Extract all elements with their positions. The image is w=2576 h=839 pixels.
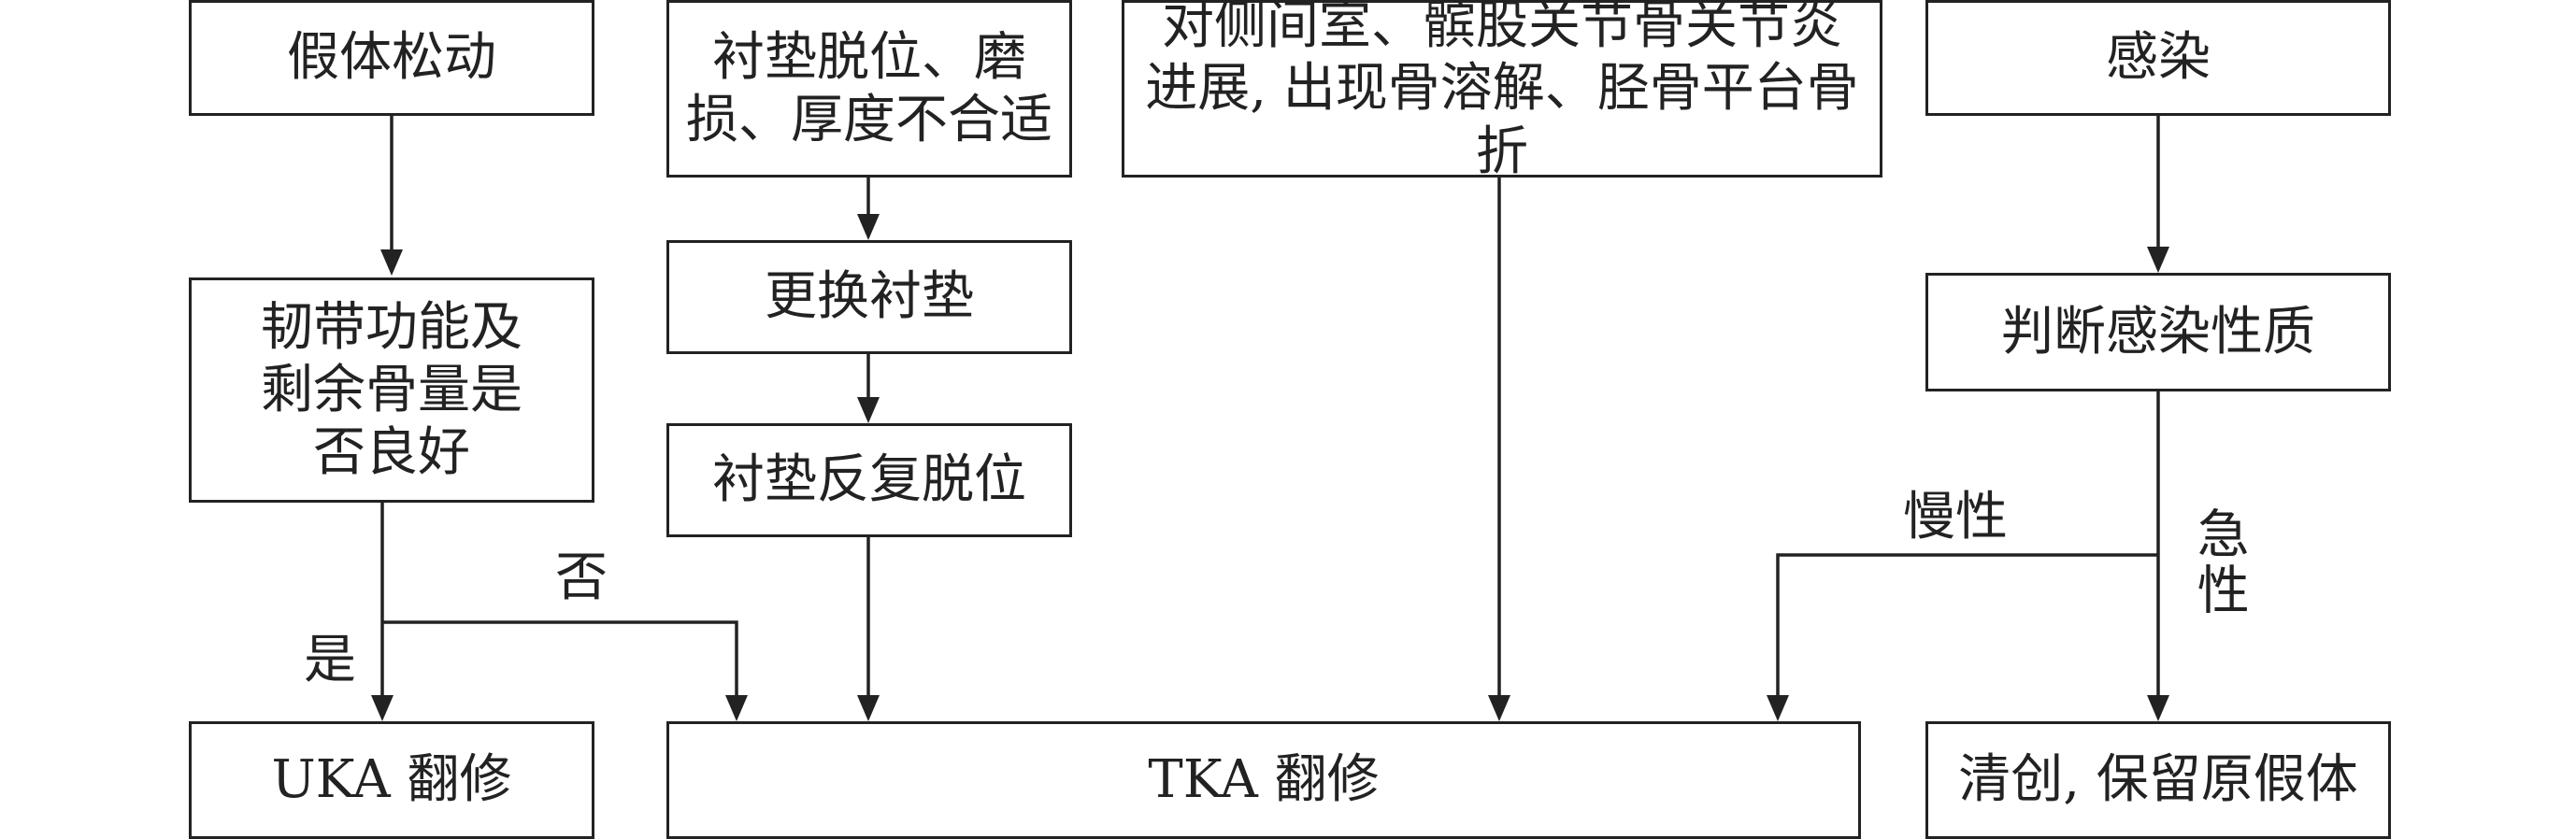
edge-label-acute: 急性 [2188, 506, 2250, 619]
edge-check-to-tka [382, 620, 738, 695]
arrowhead [2147, 695, 2169, 721]
node-liner-redislocation: 衬垫反复脱位 [666, 423, 1072, 537]
node-tka-revision: TKA 翻修 [666, 721, 1861, 839]
arrowhead [857, 214, 880, 240]
node-prosthesis-loosening: 假体松动 [189, 0, 594, 116]
node-debridement: 清创, 保留原假体 [1925, 721, 2391, 839]
node-infection: 感染 [1925, 0, 2391, 116]
arrowhead [371, 695, 394, 721]
edge-label-chronic: 慢性 [1903, 487, 2008, 547]
edge-judge-to-tka [1776, 553, 2158, 695]
arrowhead [1767, 695, 1789, 721]
arrowhead [857, 695, 880, 721]
node-ligament-bone-check: 韧带功能及剩余骨量是否良好 [189, 277, 594, 503]
edge-label-yes: 是 [304, 630, 356, 690]
arrowhead [1488, 695, 1510, 721]
node-contralateral-progression: 对侧间室、髌股关节骨关节炎进展, 出现骨溶解、胫骨平台骨折 [1122, 0, 1882, 182]
arrowhead [857, 397, 880, 423]
arrowhead [725, 695, 748, 721]
node-replace-liner: 更换衬垫 [666, 240, 1072, 354]
edge-label-no: 否 [555, 547, 608, 608]
arrowhead [2147, 247, 2169, 273]
arrowhead [380, 249, 403, 276]
node-judge-infection: 判断感染性质 [1925, 273, 2391, 391]
node-uka-revision: UKA 翻修 [189, 721, 594, 839]
node-liner-issue: 衬垫脱位、磨损、厚度不合适 [666, 0, 1072, 178]
